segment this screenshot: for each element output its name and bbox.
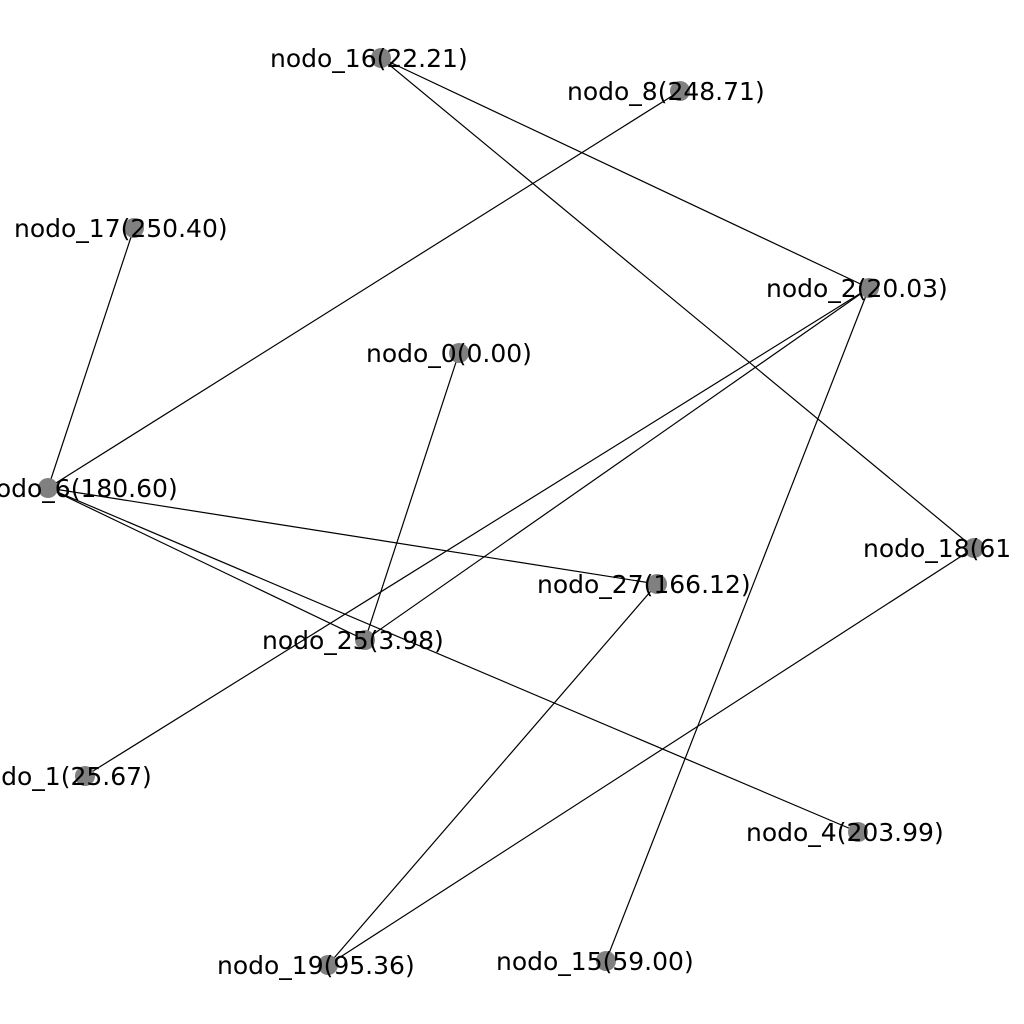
edge-nodo_16-nodo_18 — [380, 57, 975, 549]
node-nodo_4 — [848, 822, 868, 842]
edge-nodo_6-nodo_27 — [47, 487, 658, 585]
edge-nodo_2-nodo_1 — [84, 287, 870, 777]
node-nodo_16 — [371, 48, 391, 68]
node-nodo_1 — [75, 766, 95, 786]
node-label-nodo_8: nodo_8(248.71) — [567, 77, 765, 106]
node-nodo_15 — [596, 951, 616, 971]
node-label-nodo_19: nodo_19(95.36) — [217, 951, 415, 980]
edge-nodo_18-nodo_19 — [327, 547, 975, 966]
edge-nodo_27-nodo_19 — [327, 583, 658, 966]
nodes-layer — [38, 48, 984, 975]
edges-layer — [47, 57, 975, 966]
node-label-nodo_17: nodo_17(250.40) — [14, 214, 228, 243]
node-label-nodo_0: nodo_0(0.00) — [366, 339, 532, 368]
edge-nodo_8-nodo_6 — [47, 90, 681, 489]
node-label-nodo_6: nodo_6(180.60) — [0, 474, 178, 503]
node-label-nodo_18: nodo_18(61 — [863, 534, 1011, 563]
node-nodo_6 — [38, 478, 58, 498]
node-nodo_0 — [449, 343, 469, 363]
node-nodo_17 — [124, 218, 144, 238]
node-label-nodo_4: nodo_4(203.99) — [746, 818, 944, 847]
node-nodo_8 — [670, 81, 690, 101]
edge-nodo_0-nodo_25 — [364, 352, 460, 641]
node-nodo_2 — [859, 278, 879, 298]
edge-nodo_6-nodo_4 — [47, 487, 859, 833]
node-nodo_27 — [647, 574, 667, 594]
node-label-nodo_27: nodo_27(166.12) — [537, 570, 751, 599]
edge-nodo_2-nodo_25 — [364, 287, 870, 641]
node-label-nodo_25: nodo_25(3.98) — [262, 626, 444, 655]
node-nodo_18 — [964, 538, 984, 558]
edge-nodo_2-nodo_15 — [605, 287, 870, 962]
node-label-nodo_16: nodo_16(22.21) — [270, 44, 468, 73]
node-label-nodo_2: nodo_2(20.03) — [766, 274, 948, 303]
edge-nodo_16-nodo_2 — [380, 57, 870, 289]
node-label-nodo_15: nodo_15(59.00) — [496, 947, 694, 976]
node-label-nodo_1: nodo_1(25.67) — [0, 762, 152, 791]
edge-nodo_6-nodo_25 — [47, 487, 366, 641]
node-nodo_19 — [318, 955, 338, 975]
edge-nodo_17-nodo_6 — [47, 227, 135, 489]
labels-layer: nodo_16(22.21) nodo_8(248.71) nodo_17(250.… — [0, 44, 1011, 980]
node-nodo_25 — [355, 630, 375, 650]
